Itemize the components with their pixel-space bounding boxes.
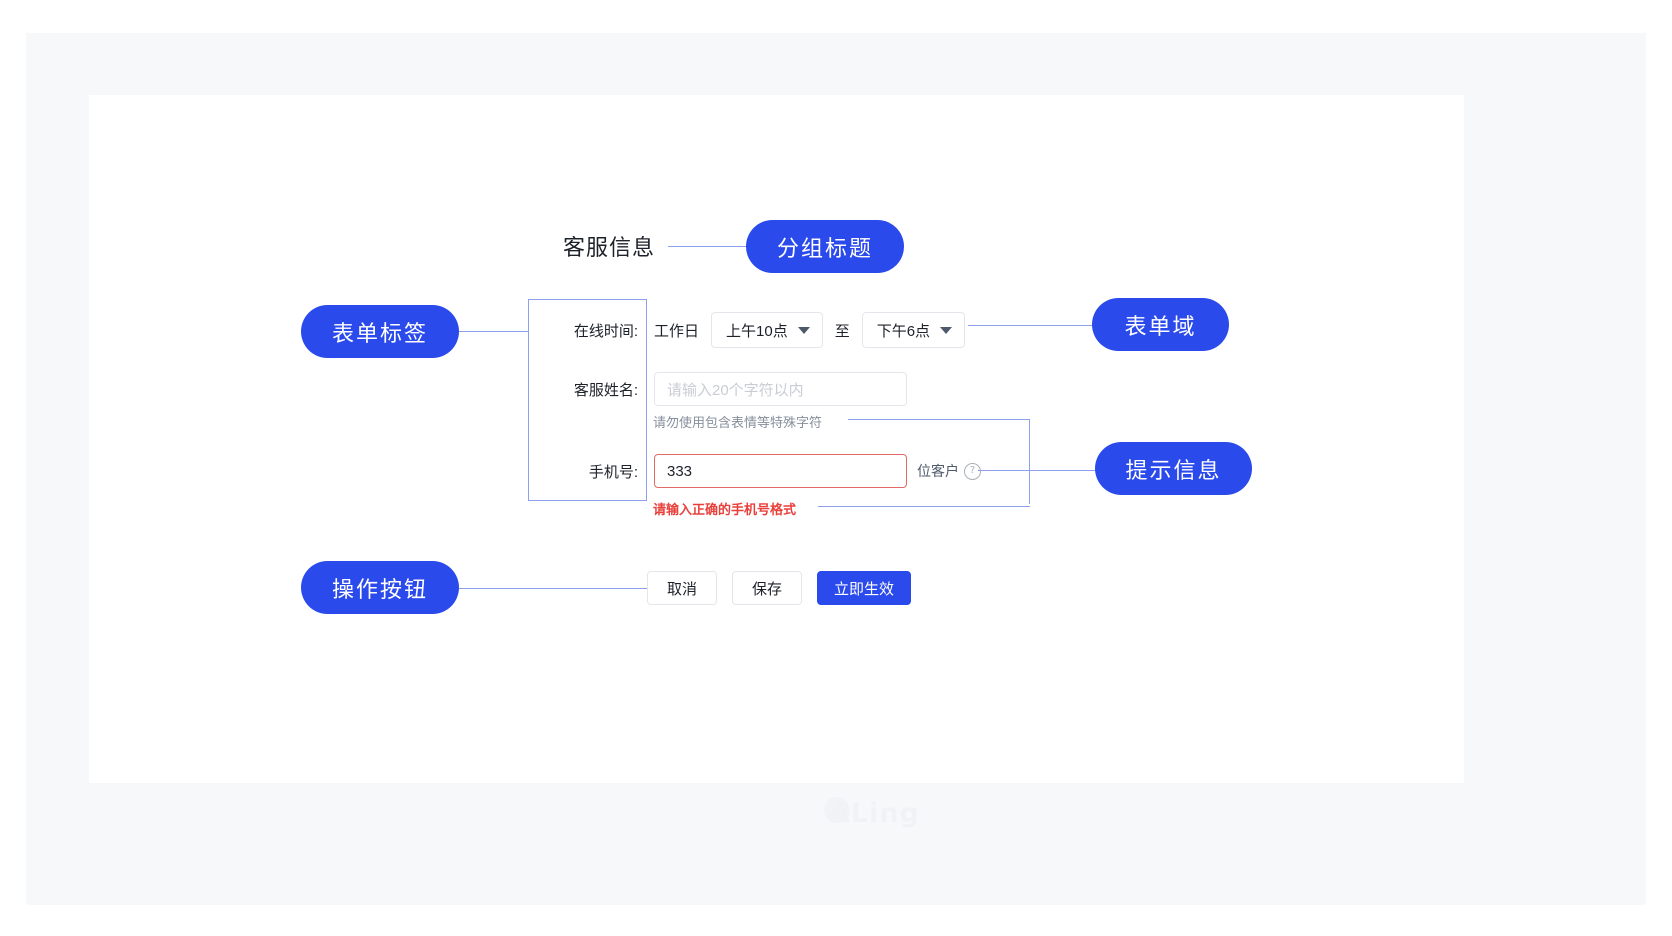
connector-form-label: [459, 331, 529, 332]
apply-button[interactable]: 立即生效: [817, 571, 912, 605]
connector-error-message: [818, 506, 1030, 507]
form-label-bracket: [528, 299, 647, 501]
text-time-separator: 至: [834, 322, 850, 340]
connector-group-title: [668, 246, 750, 247]
cancel-button[interactable]: 取消: [647, 571, 717, 605]
text-weekday: 工作日: [654, 322, 700, 340]
connector-hint-vertical: [1029, 419, 1030, 504]
form-row-online-time: 在线时间: 工作日 上午10点 至 下午6点: [540, 312, 966, 348]
annotation-action-buttons: 操作按钮: [301, 561, 459, 614]
error-phone: 请输入正确的手机号格式: [653, 502, 797, 517]
input-agent-name[interactable]: 请输入20个字符以内: [654, 372, 907, 406]
question-circle-icon[interactable]: ?: [964, 462, 981, 480]
connector-phone-to-hint-pill: [978, 470, 1096, 471]
select-end-time[interactable]: 下午6点: [861, 312, 966, 348]
group-title: 客服信息: [563, 235, 656, 260]
select-start-time-value: 上午10点: [726, 322, 788, 340]
hint-agent-name: 请勿使用包含表情等特殊字符: [653, 415, 823, 430]
suffix-phone-unit: 位客户: [917, 463, 959, 479]
label-agent-name: 客服姓名:: [573, 381, 638, 399]
label-online-time: 在线时间:: [573, 322, 638, 340]
label-phone: 手机号:: [588, 463, 638, 481]
chevron-down-icon: [797, 327, 810, 334]
select-start-time[interactable]: 上午10点: [711, 312, 823, 348]
select-end-time-value: 下午6点: [876, 322, 931, 340]
connector-hint-top: [848, 419, 1030, 420]
design-canvas: ALing: [89, 95, 1464, 829]
connector-form-field: [968, 325, 1094, 326]
annotation-group-title: 分组标题: [746, 220, 904, 273]
annotation-form-field: 表单域: [1092, 298, 1229, 351]
annotation-hint-info: 提示信息: [1095, 442, 1252, 495]
save-button[interactable]: 保存: [732, 571, 802, 605]
input-phone[interactable]: 333: [654, 454, 907, 488]
annotation-form-label: 表单标签: [301, 305, 459, 358]
form-row-phone: 手机号: 333 位客户 ?: [540, 454, 981, 488]
action-button-group: 取消 保存 立即生效: [647, 571, 912, 605]
form-row-agent-name: 客服姓名: 请输入20个字符以内: [540, 372, 907, 406]
chevron-down-icon: [940, 327, 953, 334]
connector-action-buttons: [459, 588, 647, 589]
